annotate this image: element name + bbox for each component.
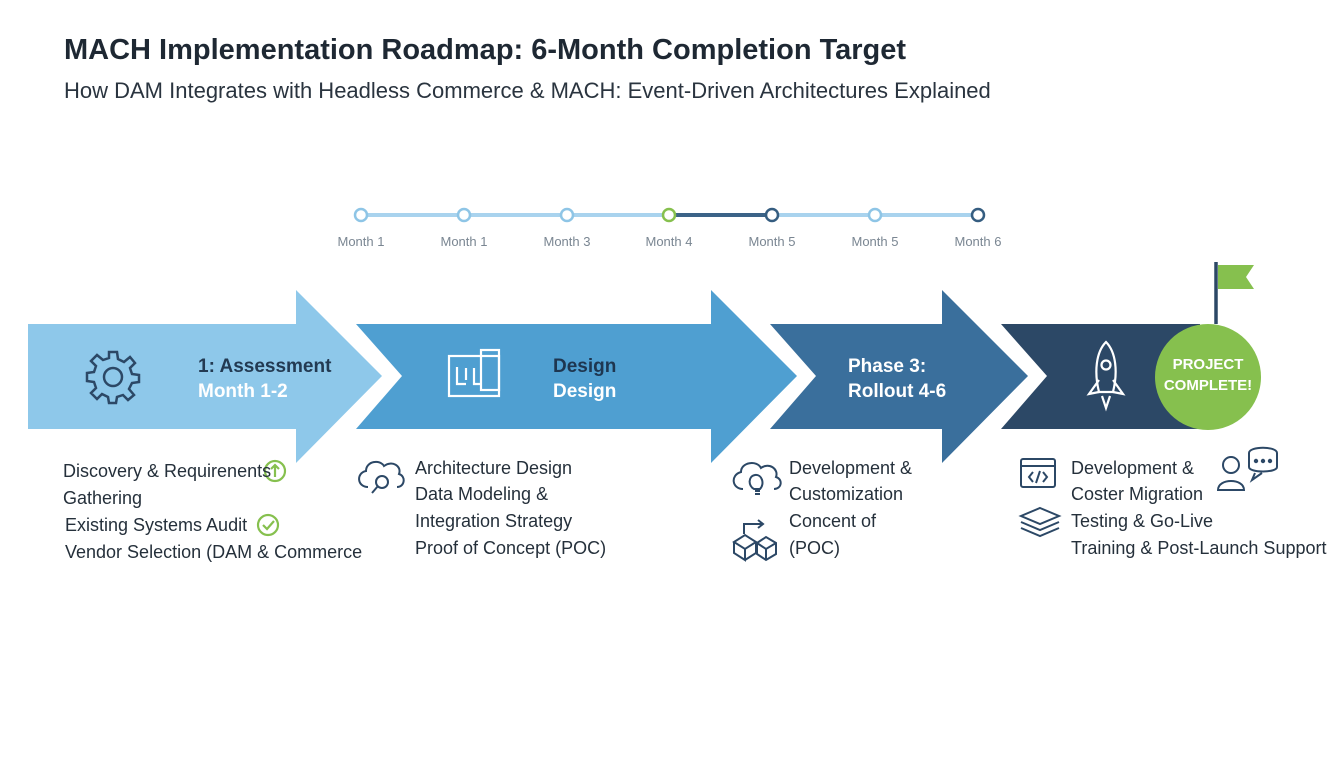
progress-check-icon <box>263 459 287 483</box>
flow-boxes-icon <box>732 519 777 562</box>
user-chat-icon <box>1216 446 1278 491</box>
gear-icon <box>85 350 141 405</box>
phase-design-label: Design Design <box>553 354 616 404</box>
list-item: Discovery & Requirenents <box>63 461 272 481</box>
timeline-node <box>661 207 677 223</box>
timeline-nodes <box>353 207 986 223</box>
phase-block-final <box>1001 324 1200 429</box>
phase-assessment-subtitle: Month 1-2 <box>198 381 288 402</box>
cloud-lightbulb-icon <box>732 462 782 495</box>
timeline-label: Month 5 <box>748 234 796 249</box>
list-item: Gathering <box>63 488 143 508</box>
phase-rollout-title: Phase 3: <box>848 356 927 377</box>
phase-arrow-assessment <box>28 290 382 463</box>
blueprint-icon <box>447 348 501 398</box>
rocket-icon <box>1086 340 1126 412</box>
phase-arrow-rollout <box>770 290 1028 463</box>
timeline-node <box>456 207 472 223</box>
phase-arrow-design <box>356 290 797 463</box>
list-item: Proof of Concept (POC) <box>415 538 607 558</box>
phase-rollout-label: Phase 3: Rollout 4-6 <box>848 354 946 404</box>
timeline-label: Month 4 <box>645 234 693 249</box>
list-item: Coster Migration <box>1071 484 1204 504</box>
list-item: Development & <box>1071 458 1195 478</box>
timeline-label: Month 1 <box>337 234 385 249</box>
timeline-label: Month 1 <box>440 234 488 249</box>
list-item: Development & <box>789 458 913 478</box>
code-window-icon <box>1020 458 1056 488</box>
layers-icon <box>1018 506 1062 538</box>
phase-assessment-label: 1: Assessment Month 1-2 <box>198 354 331 404</box>
timeline-node <box>970 207 986 223</box>
list-item: (POC) <box>789 538 840 558</box>
list-item: Vendor Selection (DAM & Commerce <box>65 542 363 562</box>
list-item: Training & Post-Launch Support <box>1071 538 1327 558</box>
timeline-node <box>867 207 883 223</box>
list-item: Integration Strategy <box>415 511 573 531</box>
phase-assessment-title: 1: Assessment <box>198 356 332 377</box>
timeline-label: Month 6 <box>954 234 1002 249</box>
timeline-label: Month 5 <box>851 234 899 249</box>
cloud-search-icon <box>358 460 405 494</box>
list-item: Architecture Design <box>415 458 573 478</box>
page-subtitle: How DAM Integrates with Headless Commerc… <box>64 78 991 103</box>
timeline-node <box>764 207 780 223</box>
timeline-node <box>353 207 369 223</box>
project-complete-line1: PROJECT <box>1172 356 1244 373</box>
phase-design-subtitle: Design <box>553 381 617 402</box>
list-item: Concent of <box>789 511 877 531</box>
checkmark-icon <box>256 513 280 537</box>
project-complete-line2: COMPLETE! <box>1163 377 1253 394</box>
list-item: Customization <box>789 484 904 504</box>
list-item: Existing Systems Audit <box>65 515 248 535</box>
phase-rollout-subtitle: Rollout 4-6 <box>848 381 947 402</box>
timeline-node <box>559 207 575 223</box>
timeline-label: Month 3 <box>543 234 591 249</box>
project-complete-badge <box>1155 324 1261 430</box>
page-title: MACH Implementation Roadmap: 6-Month Com… <box>64 34 907 66</box>
phase-design-title: Design <box>553 356 617 377</box>
list-item: Data Modeling & <box>415 484 549 504</box>
flag-icon <box>1218 265 1254 289</box>
list-item: Testing & Go-Live <box>1071 511 1214 531</box>
project-complete-text: PROJECT COMPLETE! <box>1155 354 1261 396</box>
